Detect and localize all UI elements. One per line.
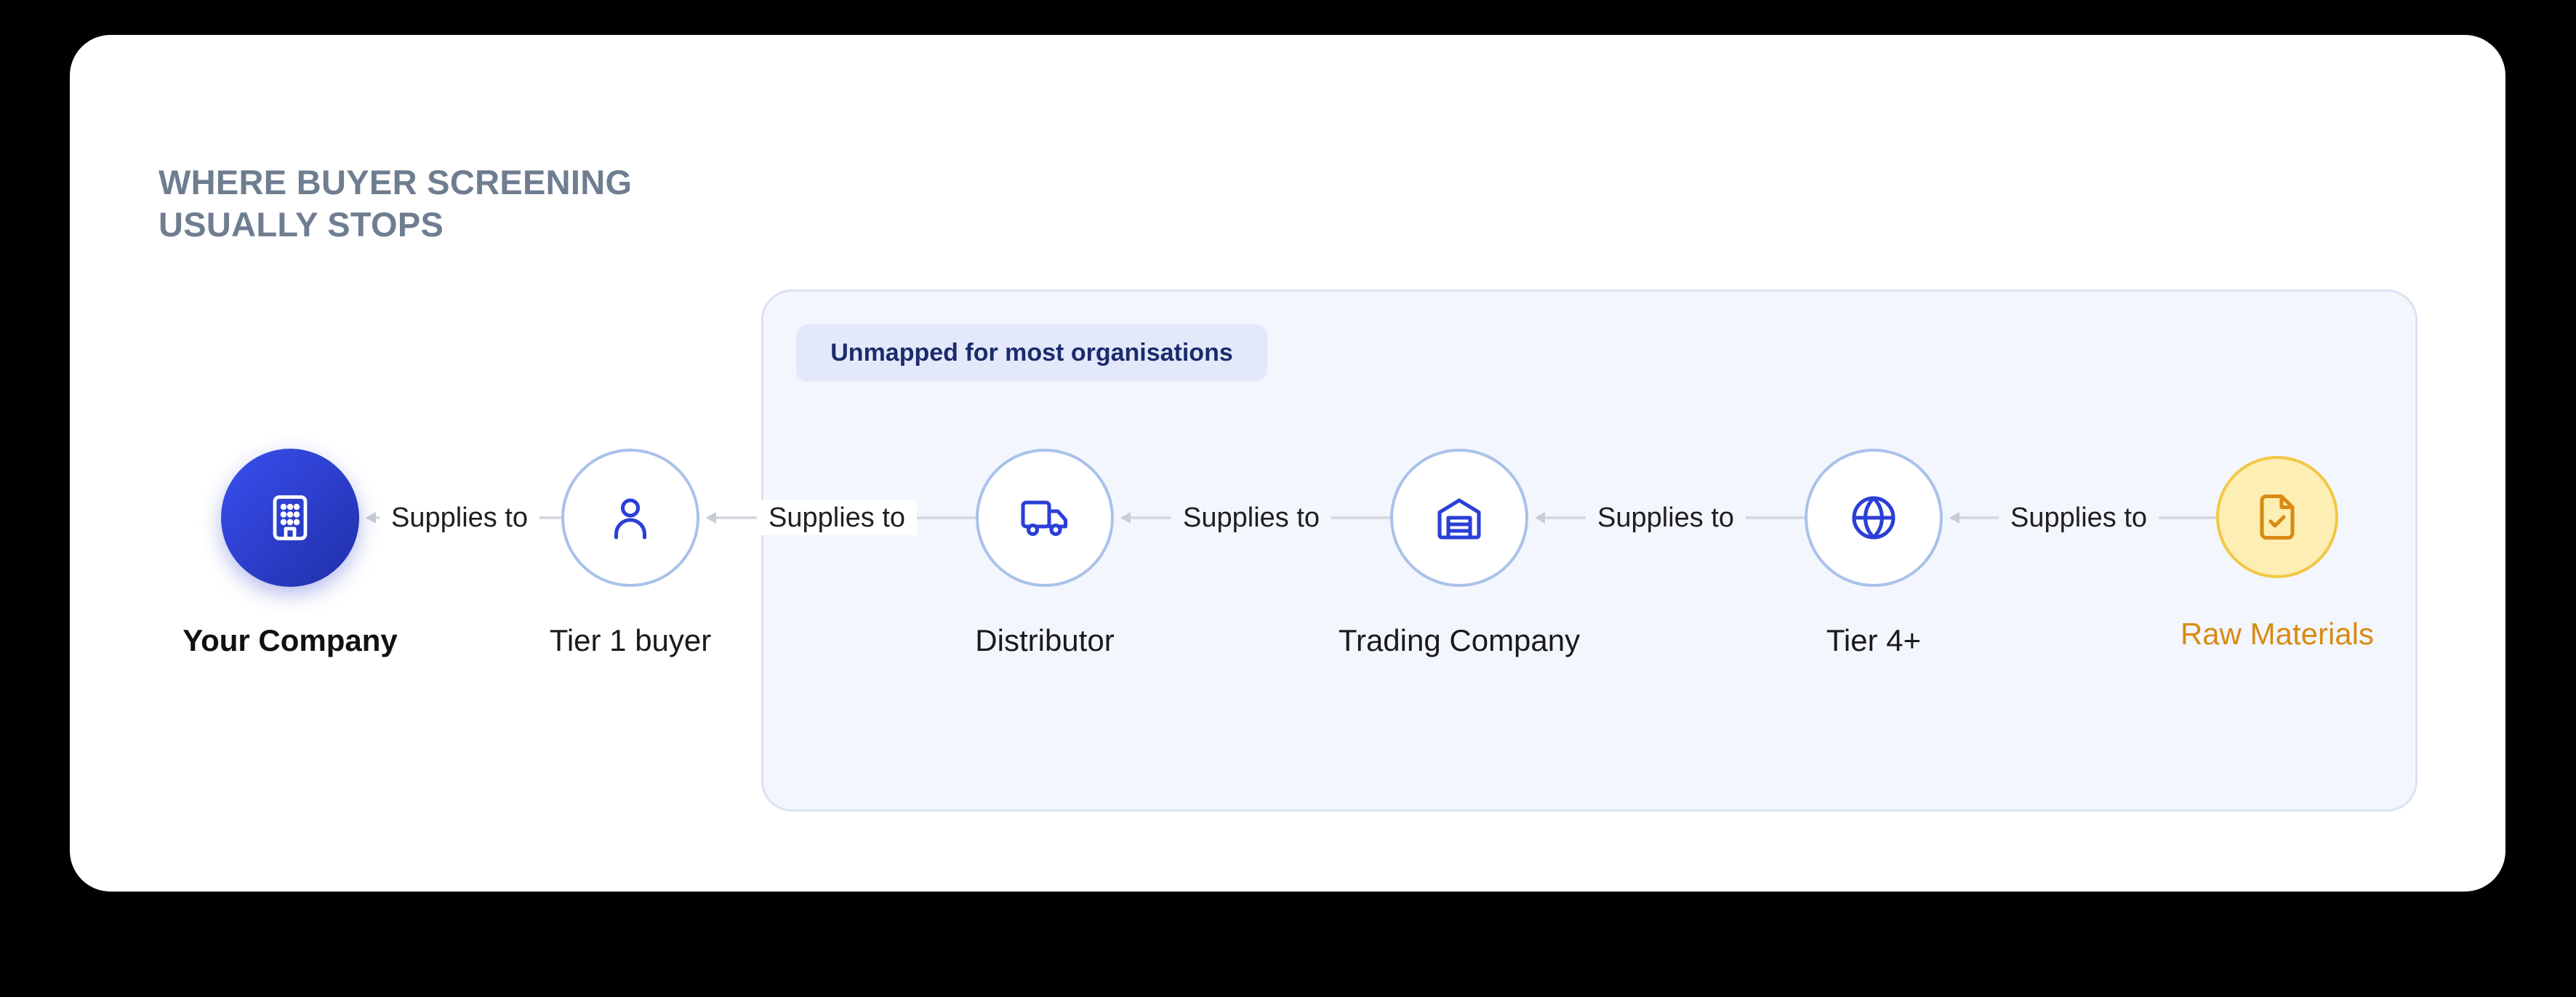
- link-arrowhead-3: [1120, 512, 1131, 524]
- link-label-3: Supplies to: [1171, 500, 1332, 535]
- link-arrowhead-1: [366, 512, 376, 524]
- person-icon: [614, 498, 647, 540]
- node-label-tier-1-buyer: Tier 1 buyer: [549, 623, 712, 657]
- link-arrowhead-2: [706, 512, 716, 524]
- building-icon: [273, 495, 308, 540]
- link-label-4: Supplies to: [1586, 500, 1746, 535]
- warehouse-icon: [1437, 498, 1481, 540]
- node-raw-materials: [2216, 456, 2338, 578]
- node-label-your-company: Your Company: [182, 623, 398, 657]
- title-line-2: USUALLY STOPS: [159, 205, 444, 244]
- node-distributor: [976, 449, 1114, 587]
- node-your-company: [221, 449, 359, 587]
- link-arrowhead-4: [1535, 512, 1545, 524]
- document-check-icon: [2260, 494, 2295, 540]
- link-arrowhead-5: [1949, 512, 1959, 524]
- title-line-1: WHERE BUYER SCREENING: [159, 163, 633, 201]
- node-label-tier-4-plus: Tier 4+: [1826, 623, 1922, 657]
- node-label-distributor: Distributor: [975, 623, 1115, 657]
- link-label-1: Supplies to: [380, 500, 540, 535]
- unmapped-badge: Unmapped for most organisations: [796, 324, 1267, 382]
- truck-icon: [1021, 500, 1068, 537]
- node-label-raw-materials: Raw Materials: [2180, 617, 2375, 651]
- node-label-trading-company: Trading Company: [1338, 623, 1581, 657]
- node-trading-company: [1390, 449, 1528, 587]
- link-label-2: Supplies to: [757, 500, 918, 535]
- node-tier-4-plus: [1805, 449, 1943, 587]
- link-label-5: Supplies to: [1999, 500, 2159, 535]
- globe-icon: [1852, 496, 1895, 540]
- node-tier-1-buyer: [561, 449, 699, 587]
- diagram-title: WHERE BUYER SCREENING USUALLY STOPS: [159, 161, 632, 246]
